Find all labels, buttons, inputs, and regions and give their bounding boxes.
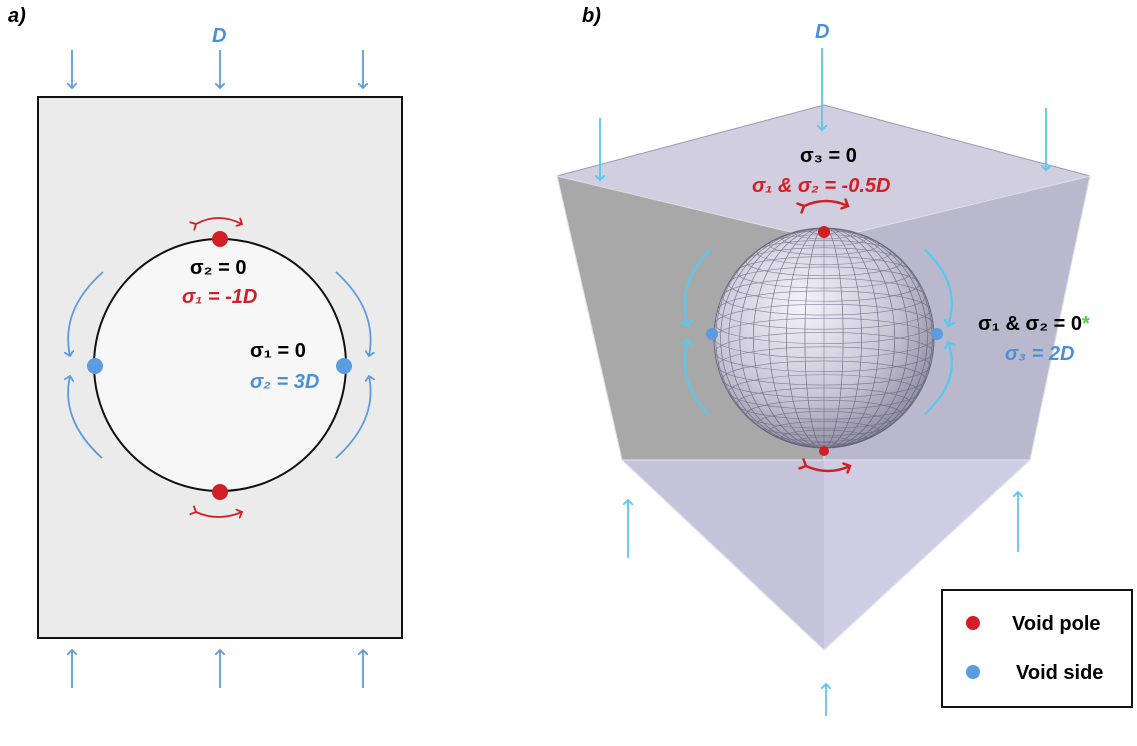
panel-a-pole-stress-1: σ₂ = 0 bbox=[190, 257, 246, 279]
panel-b-bottom-pole-tension-arrow bbox=[806, 466, 850, 471]
panel-a-right-side-dot bbox=[336, 358, 352, 374]
sphere-longitude-line bbox=[768, 228, 880, 448]
panel-a-left-side-dot bbox=[87, 358, 103, 374]
sphere-latitude-line bbox=[714, 332, 934, 373]
panel-a-bottom-pole-tension-arrow bbox=[196, 512, 242, 517]
panel-b-right-side-compression-arrow-bottom bbox=[924, 342, 952, 415]
legend-item-void-pole: Void pole bbox=[1012, 613, 1101, 635]
panel-a-right-side-compression-arrow-top bbox=[335, 271, 371, 356]
panel-b-side-asterisk: * bbox=[1082, 313, 1090, 335]
panel-b-left-side-dot bbox=[706, 328, 718, 340]
panel-b-pole-stress-1: σ₃ = 0 bbox=[800, 145, 857, 167]
panel-b-right-side-dot bbox=[931, 328, 943, 340]
sphere-longitude-line bbox=[720, 228, 928, 448]
sphere-longitude-line bbox=[739, 228, 909, 448]
sphere-latitude-line bbox=[756, 240, 892, 265]
sphere-latitude-line bbox=[722, 278, 926, 316]
sphere-latitude-line bbox=[722, 360, 926, 398]
panel-b-left-side-compression-arrow-bottom bbox=[685, 340, 711, 417]
panel-b-left-side-compression-arrow-top bbox=[685, 249, 711, 326]
panel-a-left-side-compression-arrow-top bbox=[68, 271, 104, 356]
sphere-latitude-line bbox=[717, 290, 931, 330]
sphere-latitude-line bbox=[714, 317, 934, 359]
panel-a-side-stress-1: σ₁ = 0 bbox=[250, 340, 306, 362]
legend: Void pole Void side bbox=[941, 589, 1133, 708]
legend-pole-swatch bbox=[966, 616, 980, 630]
panel-a-load-label: D bbox=[212, 25, 226, 47]
panel-b-pole-stress-2: σ₁ & σ₂ = -0.5D bbox=[752, 175, 890, 197]
panel-b-side-stress-1-group: σ₁ & σ₂ = 0* bbox=[978, 313, 1090, 335]
sphere-latitude-line bbox=[756, 411, 892, 436]
panel-b-right-side-compression-arrow-top bbox=[924, 249, 952, 326]
panel-a-top-load-arrows bbox=[72, 50, 363, 88]
sphere-longitude-line bbox=[804, 228, 844, 448]
sphere-latitude-line bbox=[717, 346, 931, 386]
panel-b-top-pole-dot bbox=[818, 226, 830, 238]
panel-b-label: b) bbox=[582, 5, 601, 27]
panel-b-bottom-pole-dot bbox=[819, 446, 829, 456]
panel-b-void-sphere bbox=[713, 227, 935, 449]
panel-a-side-stress-2: σ₂ = 3D bbox=[250, 371, 319, 393]
panel-a-pole-stress-2: σ₁ = -1D bbox=[182, 286, 257, 308]
panel-b-top-pole-tension-arrow bbox=[804, 201, 848, 206]
sphere-longitude-line bbox=[728, 228, 920, 448]
sphere-latitude-line bbox=[781, 429, 867, 446]
legend-item-void-side: Void side bbox=[1016, 662, 1103, 684]
panel-a-top-pole-dot bbox=[212, 231, 228, 247]
sphere-latitude-line bbox=[714, 303, 934, 344]
panel-a-label: a) bbox=[8, 5, 26, 27]
sphere-longitude-line bbox=[786, 228, 862, 448]
legend-side-swatch bbox=[966, 665, 980, 679]
panel-b: b) D bbox=[556, 5, 1091, 716]
sphere-longitude-line bbox=[752, 228, 896, 448]
sphere-latitude-line bbox=[728, 266, 920, 302]
panel-a-bottom-pole-dot bbox=[212, 484, 228, 500]
panel-a-left-side-compression-arrow-bottom bbox=[68, 376, 103, 459]
panel-a-right-side-compression-arrow-bottom bbox=[335, 376, 371, 459]
panel-b-load-label: D bbox=[815, 21, 829, 43]
sphere-mesh bbox=[714, 228, 934, 448]
panel-b-side-stress-2: σ₃ = 2D bbox=[1005, 343, 1074, 365]
legend-box bbox=[941, 589, 1133, 708]
panel-a-top-pole-tension-arrow bbox=[196, 217, 242, 224]
panel-a: a) D σ₂ = 0 σ₁ = -1D σ₁ = bbox=[8, 5, 403, 688]
panel-b-side-stress-1: σ₁ & σ₂ = 0 bbox=[978, 313, 1082, 335]
sphere-latitude-line bbox=[728, 374, 920, 410]
